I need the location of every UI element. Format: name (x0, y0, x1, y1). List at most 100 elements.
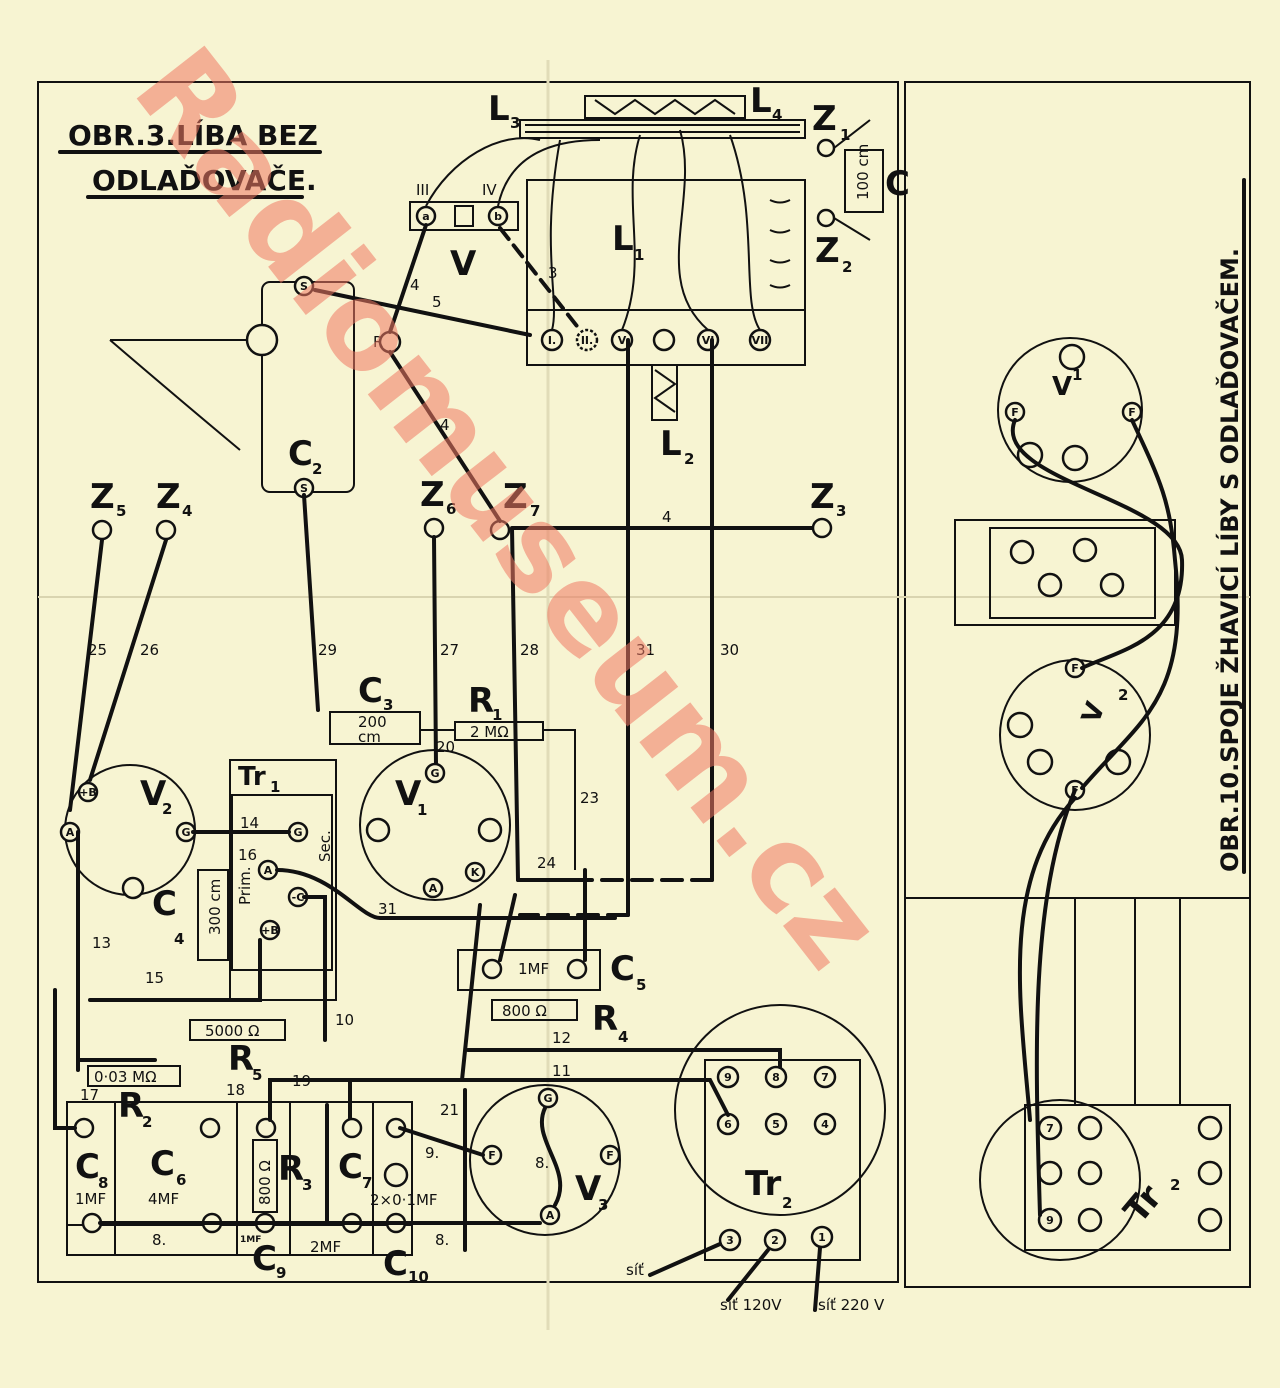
terminal-iv-label: IV (482, 181, 497, 199)
pin-f: F (1011, 406, 1019, 419)
pin-7: 7 (1046, 1122, 1054, 1135)
r1-value: 2 MΩ (470, 723, 509, 741)
switch-v[interactable]: a b III IV V (409, 181, 519, 284)
label-v2: V (1076, 698, 1111, 727)
right-socket-plate (954, 519, 1176, 626)
label-c10: C (383, 1244, 408, 1284)
label-z4: Z (156, 477, 181, 517)
c4-value: 300 cm (206, 879, 224, 935)
c7-value: 2MF (310, 1238, 341, 1256)
label-v3-sub: 3 (598, 1196, 608, 1214)
wire-number: 31 (378, 900, 397, 918)
label-r5: R (228, 1039, 254, 1079)
tr1-prim-label: Prim. (236, 867, 254, 906)
tr1-sec-label: Sec. (316, 830, 334, 862)
frames (37, 60, 1251, 1330)
wire-number: 11 (552, 1062, 571, 1080)
label-v2-sub: 2 (1118, 686, 1128, 704)
label-c3: C (358, 671, 383, 711)
wire-number: 20 (436, 738, 455, 756)
right-tube-socket-v2: F F V 2 (999, 657, 1151, 811)
label-v3: V (575, 1169, 602, 1209)
r3-value: 800 Ω (256, 1160, 274, 1205)
wire-number: 16 (238, 846, 257, 864)
wire-number: 15 (145, 969, 164, 987)
pin-f: F (1071, 662, 1079, 675)
label-z1: Z (812, 99, 837, 139)
r5-value: 5000 Ω (205, 1022, 259, 1040)
label-l3-sub: 3 (510, 114, 520, 132)
pin-f: F (606, 1149, 614, 1162)
pin-9: 9 (724, 1071, 732, 1084)
label-v-switch: V (450, 244, 477, 284)
pin-f: F (1128, 406, 1136, 419)
wire-number: 25 (88, 641, 107, 659)
c5-value: 1MF (518, 960, 549, 978)
resistor-r4: 800 Ω R 4 (491, 999, 628, 1046)
terminal-s-bottom: S (300, 482, 308, 495)
label-c4: C (152, 884, 177, 924)
wires-lower (53, 830, 782, 1252)
pin-f: F (488, 1149, 496, 1162)
label-v1: V (395, 774, 422, 814)
label-r1: R (468, 681, 494, 721)
c6-value: 4MF (148, 1190, 179, 1208)
capacitor-c3: C 3 200 cm (329, 671, 421, 746)
label-c9-sub: 9 (276, 1264, 286, 1282)
label-z5-sub: 5 (116, 502, 126, 520)
label-l1: L (612, 219, 634, 259)
mains-label: síť (626, 1261, 644, 1279)
pin-8: 8 (772, 1071, 780, 1084)
resistor-r1: R 1 2 MΩ 20 23 (420, 681, 599, 870)
label-z3-sub: 3 (836, 502, 846, 520)
label-tr1: Tr (238, 762, 266, 792)
pin-k: K (471, 866, 480, 879)
terminal-l1-v: V (618, 334, 627, 347)
transformer-tr2: 9 8 7 6 5 4 3 2 1 Tr 2 síť síť 120V síť … (626, 1004, 886, 1314)
label-z7-sub: 7 (530, 502, 540, 520)
wire-number: 4 (440, 416, 450, 434)
tr2-pins: 9 8 7 6 5 4 3 2 1 (716, 1065, 837, 1252)
label-v1-sub: 1 (1072, 366, 1082, 384)
label-l4-sub: 4 (772, 106, 782, 124)
label-z6: Z (420, 475, 445, 515)
label-z4-sub: 4 (182, 502, 192, 520)
c3-value-2: cm (358, 728, 381, 746)
pin-g: G (293, 826, 302, 839)
label-l1-sub: 1 (634, 246, 644, 264)
pin-a: A (66, 826, 75, 839)
pin-b-plus: +B (79, 786, 97, 799)
pin-2: 2 (771, 1234, 779, 1247)
pin-7: 7 (821, 1071, 829, 1084)
label-z5: Z (90, 477, 115, 517)
label-c8-sub: 8 (98, 1174, 108, 1192)
pin-1: 1 (818, 1231, 826, 1244)
label-tr2: Tr (745, 1164, 781, 1204)
label-v2-sub: 2 (162, 800, 172, 818)
pin-4: 4 (821, 1118, 829, 1131)
label-r2-sub: 2 (142, 1113, 152, 1131)
wire-number: 5 (432, 293, 442, 311)
wire-number: 8. (435, 1231, 449, 1249)
label-c7: C (338, 1147, 363, 1187)
c9-value: 1MF (240, 1235, 261, 1245)
label-l2: L (660, 424, 682, 464)
c3-value-1: 200 (358, 713, 387, 731)
wire-number: 28 (520, 641, 539, 659)
terminal-l1-vii: VII (752, 334, 769, 347)
tube-socket-v1: G K A V 1 (359, 749, 511, 901)
variable-capacitor-c2[interactable]: S S R C 2 (109, 275, 402, 499)
wire-number: 24 (537, 854, 556, 872)
tube-socket-v2: +B A G V 2 (59, 764, 197, 900)
pin-a: A (264, 864, 273, 877)
label-c-top: C (885, 164, 910, 204)
pin-5: 5 (772, 1118, 780, 1131)
wire-number: 18 (226, 1081, 245, 1099)
label-c6-sub: 6 (176, 1171, 186, 1189)
coil-l1: L 1 I. II. V VI VII (526, 129, 806, 366)
wire-number: 8. (535, 1154, 549, 1172)
